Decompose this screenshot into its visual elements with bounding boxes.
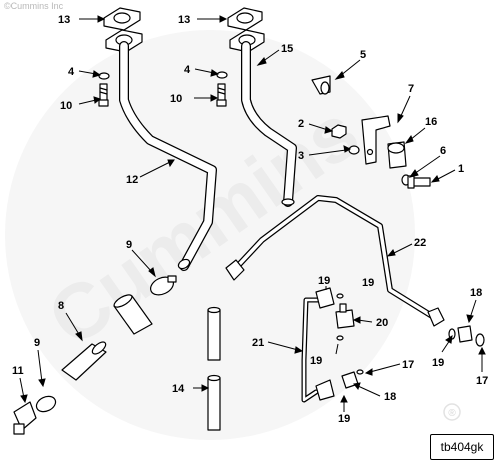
tube-22-nut-left bbox=[225, 259, 245, 281]
callout-22: 22 bbox=[414, 237, 426, 249]
callout-4-left: 4 bbox=[68, 66, 75, 78]
callout-17-middle: 17 bbox=[402, 359, 414, 371]
bolt-1 bbox=[407, 175, 431, 189]
line-14 bbox=[207, 306, 221, 431]
callout-19-right: 19 bbox=[432, 357, 444, 369]
callout-12: 12 bbox=[126, 174, 138, 186]
nut-2 bbox=[331, 124, 347, 139]
callout-19-top-right: 19 bbox=[362, 277, 374, 289]
washer-4-left bbox=[98, 72, 110, 80]
callout-17-right: 17 bbox=[476, 375, 488, 387]
washer-3 bbox=[348, 145, 360, 155]
fitting-20 bbox=[335, 303, 355, 329]
fitting-11 bbox=[13, 401, 37, 435]
bolt-10-right bbox=[216, 83, 227, 107]
callout-16: 16 bbox=[425, 116, 437, 128]
callout-20: 20 bbox=[376, 317, 388, 329]
clip-5 bbox=[311, 75, 331, 95]
elbow-fitting-upper bbox=[315, 287, 335, 309]
hose-clamp-9-lower bbox=[35, 395, 57, 413]
callout-8: 8 bbox=[58, 300, 64, 312]
gasket-13-left bbox=[103, 7, 141, 31]
callout-18-lower: 18 bbox=[384, 391, 396, 403]
hose-clamp-9-upper bbox=[150, 275, 177, 296]
seal-19-a bbox=[336, 293, 344, 299]
callout-21: 21 bbox=[252, 337, 264, 349]
callout-10-right: 10 bbox=[170, 93, 182, 105]
callout-2: 2 bbox=[298, 118, 304, 130]
callout-19-middle: 19 bbox=[310, 355, 322, 367]
copyright-notice: ©Cummins Inc bbox=[4, 1, 64, 11]
seal-19-c bbox=[356, 369, 364, 375]
callout-14: 14 bbox=[172, 383, 185, 395]
callout-19-top-left: 19 bbox=[318, 275, 330, 287]
callout-5: 5 bbox=[360, 49, 366, 61]
fitting-18-right bbox=[448, 325, 485, 347]
callout-1: 1 bbox=[458, 163, 464, 175]
registered-mark-icon bbox=[443, 403, 461, 421]
figure-id-box: tb404gk bbox=[430, 434, 494, 460]
callout-19-bottom: 19 bbox=[338, 413, 350, 425]
callout-13-right: 13 bbox=[178, 14, 190, 26]
hose-8-lower bbox=[61, 341, 107, 381]
registered-mark-text: ® bbox=[448, 408, 456, 419]
flange-right bbox=[229, 29, 265, 53]
callout-10-left: 10 bbox=[60, 100, 72, 112]
elbow-fitting-lower bbox=[315, 379, 335, 401]
tube-22-nut-right bbox=[427, 307, 445, 327]
callout-18-right: 18 bbox=[470, 287, 482, 299]
callout-labels: 13 13 15 5 4 4 10 10 7 2 16 3 6 1 12 22 … bbox=[12, 14, 488, 425]
clamp-16 bbox=[387, 141, 407, 169]
callout-13-left: 13 bbox=[58, 14, 70, 26]
callout-9-lower: 9 bbox=[34, 337, 40, 349]
callout-9-upper: 9 bbox=[126, 239, 132, 251]
seal-19-b bbox=[336, 335, 344, 341]
washer-4-right bbox=[216, 71, 228, 79]
callout-11: 11 bbox=[12, 365, 24, 377]
callout-7: 7 bbox=[408, 83, 414, 95]
callout-4-right: 4 bbox=[184, 64, 191, 76]
callout-15: 15 bbox=[281, 43, 293, 55]
bolt-10-left bbox=[98, 83, 109, 107]
callout-3: 3 bbox=[298, 150, 304, 162]
hose-8-upper bbox=[113, 294, 153, 335]
gasket-13-right bbox=[227, 7, 263, 31]
callout-6: 6 bbox=[440, 145, 446, 157]
